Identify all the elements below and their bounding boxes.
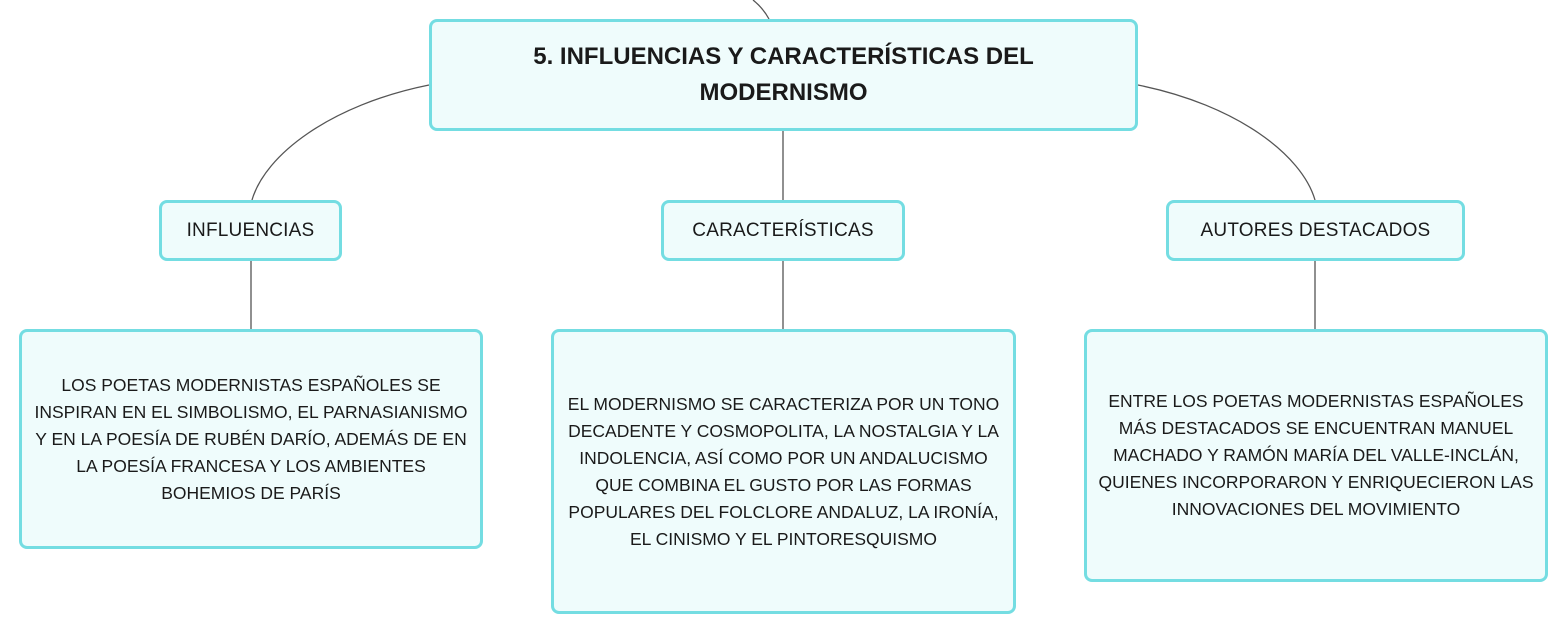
detail-text-influencias: LOS POETAS MODERNISTAS ESPAÑOLES SE INSP…	[34, 374, 468, 503]
detail-text-autores-destacados: ENTRE LOS POETAS MODERNISTAS ESPAÑOLES M…	[1098, 391, 1534, 519]
branch-node-caracteristicas[interactable]: CARACTERÍSTICAS	[661, 200, 905, 261]
detail-node-autores-destacados[interactable]: ENTRE LOS POETAS MODERNISTAS ESPAÑOLES M…	[1084, 329, 1548, 582]
branch-node-autores-destacados[interactable]: AUTORES DESTACADOS	[1166, 200, 1465, 261]
detail-node-caracteristicas[interactable]: EL MODERNISMO SE CARACTERIZA POR UN TONO…	[551, 329, 1016, 614]
branch-label-caracteristicas: CARACTERÍSTICAS	[692, 219, 874, 241]
detail-text-caracteristicas: EL MODERNISMO SE CARACTERIZA POR UN TONO…	[567, 393, 1000, 549]
connector-root-to-autores	[1137, 84, 1316, 201]
branch-label-influencias: INFLUENCIAS	[186, 219, 315, 241]
branch-label-autores-destacados: AUTORES DESTACADOS	[1200, 219, 1431, 241]
connector-from-parent	[752, 0, 770, 20]
root-title: 5. INFLUENCIAS Y CARACTERÍSTICAS DEL MOD…	[533, 43, 1034, 106]
branch-node-influencias[interactable]: INFLUENCIAS	[159, 200, 342, 261]
connector-root-to-influencias	[251, 84, 430, 201]
root-node[interactable]: 5. INFLUENCIAS Y CARACTERÍSTICAS DEL MOD…	[429, 19, 1138, 131]
detail-node-influencias[interactable]: LOS POETAS MODERNISTAS ESPAÑOLES SE INSP…	[19, 329, 483, 549]
